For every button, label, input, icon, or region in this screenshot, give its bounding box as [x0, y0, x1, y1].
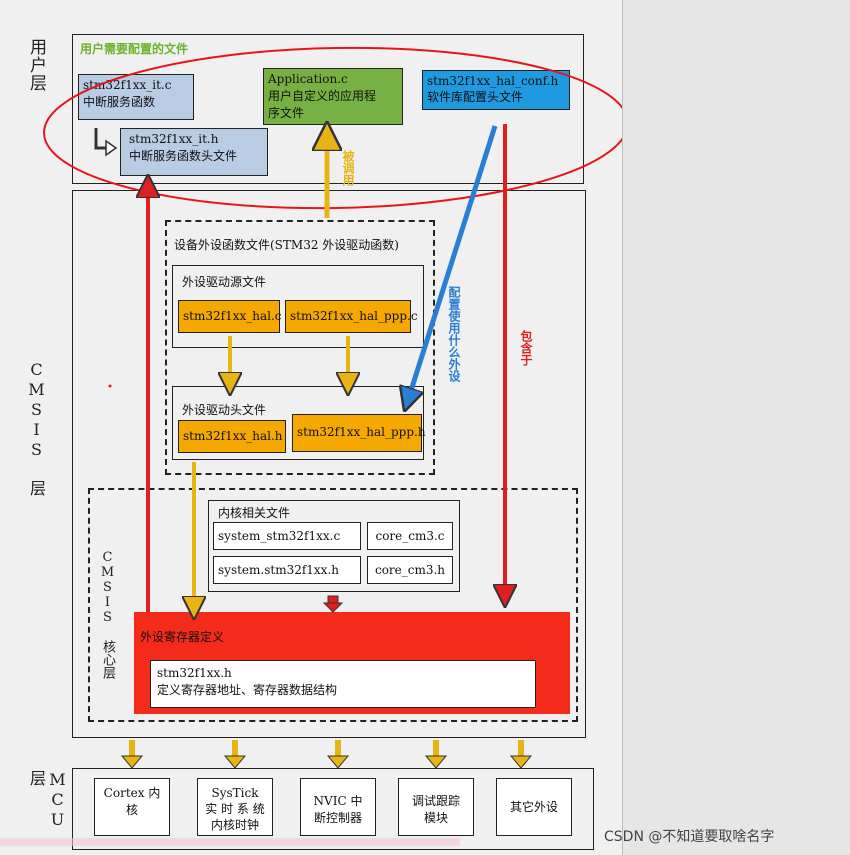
application-file-box: Application.c 用户自定义的应用程 序文件 [263, 68, 403, 125]
diagram-canvas: 用户层 CMSIS 层 MCU 层 用户需要配置的文件 stm32f1xx_it… [0, 0, 623, 855]
device-section-title: 设备外设函数文件(STM32 外设驱动函数) [174, 238, 399, 252]
register-filename: stm32f1xx.h [157, 666, 232, 680]
cortex-core-box: Cortex 内 核 [94, 778, 170, 836]
register-definition-title: 外设寄存器定义 [140, 630, 225, 644]
other-line1: 其它外设 [509, 800, 558, 814]
other-peripherals-box: 其它外设 [496, 778, 572, 836]
mcu-layer-label: MCU 层 [27, 770, 67, 830]
configure-label: 配置使用什么外设 [447, 286, 461, 382]
application-desc-line2: 序文件 [268, 106, 305, 120]
hal-c-file-box: stm32f1xx_hal.c [178, 300, 282, 333]
application-filename: Application.c [268, 72, 348, 86]
it-c-desc: 中断服务函数 [83, 95, 156, 109]
systick-box: SysTick 实 时 系 统 内核时钟 [197, 778, 273, 836]
hal-conf-desc: 软件库配置头文件 [427, 90, 524, 104]
it-c-filename: stm32f1xx_it.c [83, 78, 172, 92]
core-cm3-h-file-box: core_cm3.h [367, 556, 453, 584]
cortex-line1: Cortex 内 [103, 786, 161, 800]
driver-header-title: 外设驱动头文件 [182, 403, 267, 417]
hal-ppp-c-file-box: stm32f1xx_hal_ppp.c [285, 300, 418, 333]
register-to-mcu-arrows [120, 740, 533, 769]
driver-source-title: 外设驱动源文件 [182, 275, 267, 289]
cmsis-core-group [88, 488, 578, 722]
core-files-group [208, 500, 460, 592]
it-h-filename: stm32f1xx_it.h [129, 132, 219, 146]
cmsis-core-label: CMSIS 核心层 [100, 550, 115, 679]
core-cm3-c-file-box: core_cm3.c [367, 522, 453, 550]
hal-conf-file-box: stm32f1xx_hal_conf.h 软件库配置头文件 [422, 70, 570, 110]
nvic-box: NVIC 中 断控制器 [300, 778, 376, 836]
systick-line2: 实 时 系 统 [205, 802, 265, 816]
hal-h-file-box: stm32f1xx_hal.h [178, 420, 286, 453]
cortex-line2: 核 [125, 803, 138, 817]
hal-ppp-h-file-box: stm32f1xx_hal_ppp.h [292, 414, 426, 452]
hal-conf-filename: stm32f1xx_hal_conf.h [427, 74, 559, 88]
included-label: 包含于 [519, 330, 533, 366]
register-desc: 定义寄存器地址、寄存器数据结构 [157, 683, 338, 697]
system-c-file-box: system_stm32f1xx.c [213, 522, 361, 550]
it-c-file-box: stm32f1xx_it.c 中断服务函数 [78, 74, 194, 120]
debug-trace-box: 调试跟踪 模块 [398, 778, 474, 836]
debug-line2: 模块 [423, 811, 448, 825]
user-section-title: 用户需要配置的文件 [80, 42, 189, 56]
csdn-watermark: CSDN @不知道要取啥名字 [604, 829, 775, 845]
it-h-file-box: stm32f1xx_it.h 中断服务函数头文件 [120, 128, 268, 176]
debug-line1: 调试跟踪 [411, 794, 460, 808]
it-h-desc: 中断服务函数头文件 [129, 149, 238, 163]
system-h-file-box: system.stm32f1xx.h [213, 556, 361, 584]
systick-line3: 内核时钟 [210, 818, 259, 832]
application-desc-line1: 用户自定义的应用程 [268, 89, 377, 103]
nvic-line2: 断控制器 [313, 811, 362, 825]
driver-header-group [172, 386, 424, 460]
called-label: 被调用 [341, 150, 355, 186]
user-layer-label: 用户层 [26, 38, 46, 92]
nvic-line1: NVIC 中 [313, 794, 363, 808]
core-files-title: 内核相关文件 [218, 506, 291, 520]
register-file-box: stm32f1xx.h 定义寄存器地址、寄存器数据结构 [150, 660, 536, 708]
cmsis-layer-label: CMSIS 层 [27, 360, 46, 497]
systick-line1: SysTick [211, 786, 259, 800]
